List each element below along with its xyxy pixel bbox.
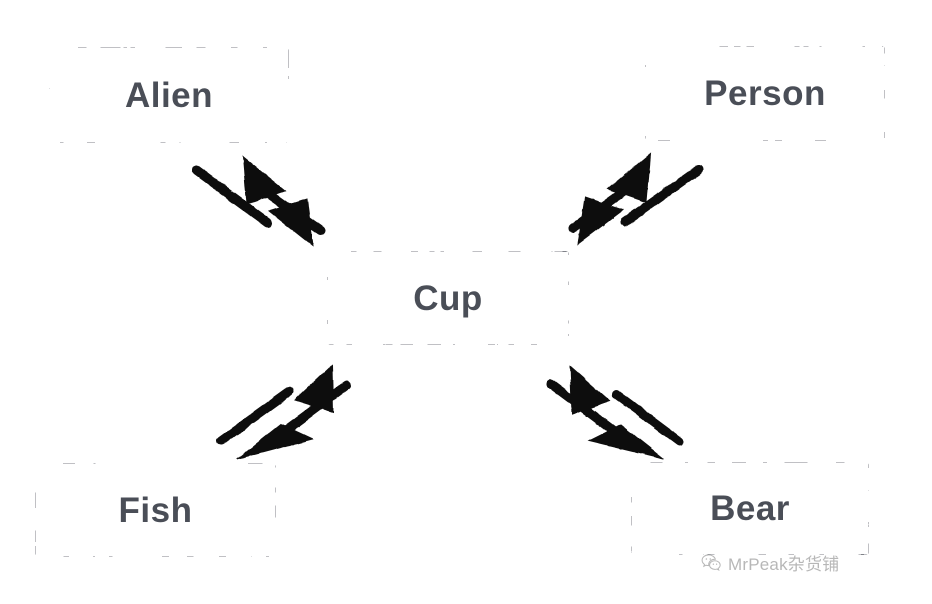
edge-cup-alien [191,155,326,248]
node-label-fish: Fish [118,490,193,530]
arrow-cup-to-bear [546,379,665,460]
node-label-cup: Cup [413,278,483,318]
arrow-cup-to-fish [236,380,352,460]
node-alien[interactable]: Alien [50,48,288,142]
node-label-person: Person [704,74,826,113]
node-bear[interactable]: Bear [632,463,868,554]
node-label-alien: Alien [124,75,214,115]
arrow-person-to-cup [577,165,703,246]
arrow-alien-to-cup [191,165,314,248]
node-fish[interactable]: Fish [36,464,275,556]
edge-cup-fish [216,363,352,460]
watermark: MrPeak杂货铺 [700,550,839,575]
edge-cup-bear [546,364,684,460]
wechat-icon [701,553,721,571]
node-label-bear: Bear [710,489,790,528]
watermark-text: MrPeak杂货铺 [728,555,840,574]
edge-cup-person [568,152,703,246]
node-person[interactable]: Person [646,47,884,140]
node-cup[interactable]: Cup [328,252,568,344]
